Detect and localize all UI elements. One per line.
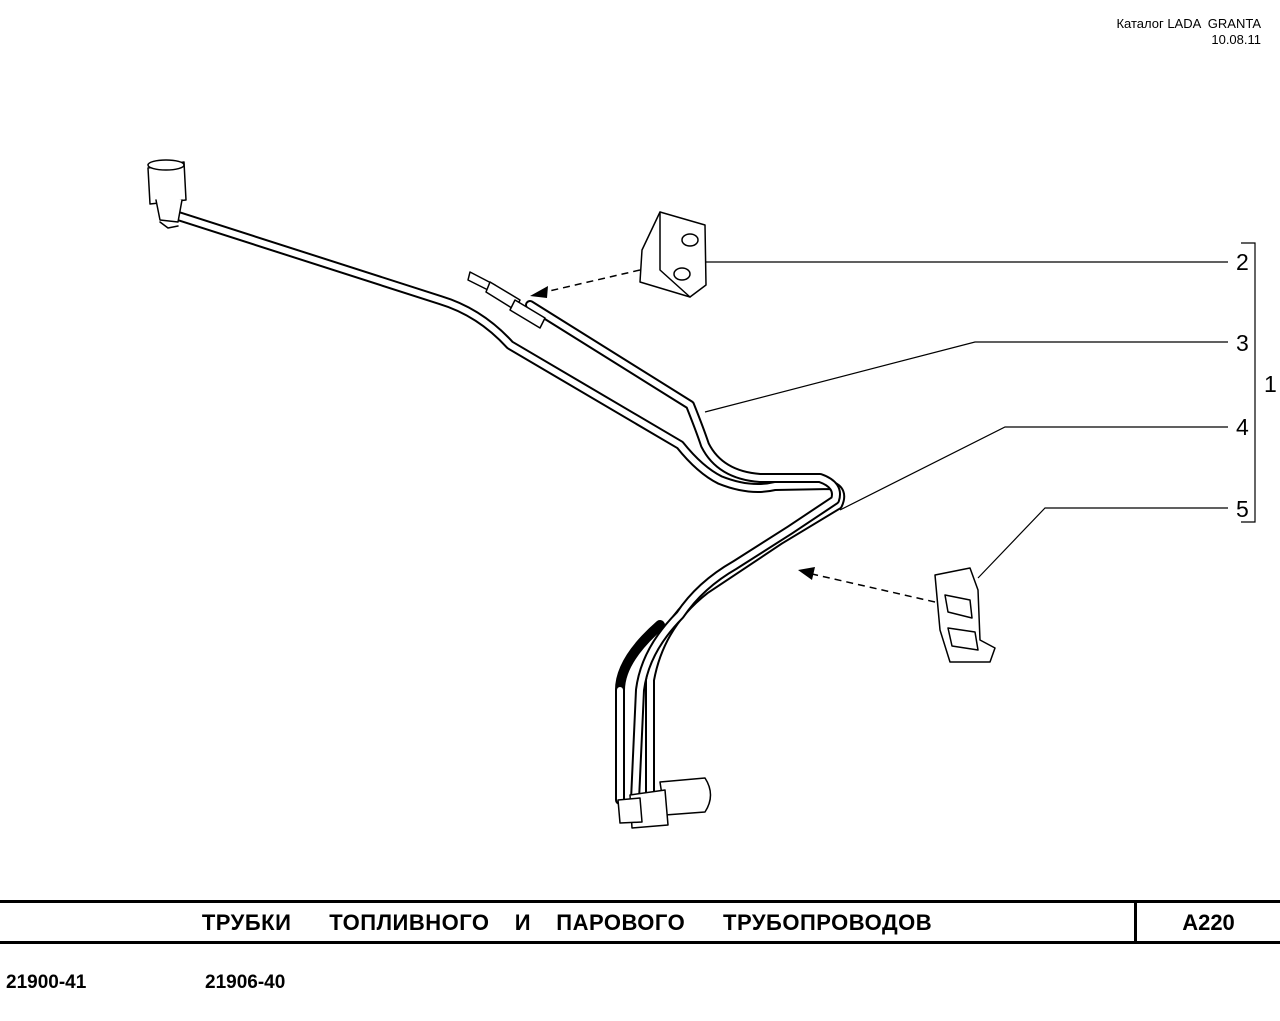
vapor-pipe — [525, 300, 841, 805]
quick-connector — [467, 271, 546, 329]
callout-2: 2 — [1236, 249, 1249, 275]
group-bracket — [1241, 242, 1256, 523]
bottom-connector — [617, 777, 712, 829]
leader-line-5 — [977, 507, 1228, 579]
catalog-name: Каталог LADA GRANTA — [1116, 16, 1261, 31]
clip-2 — [639, 211, 707, 298]
dashed-arrow-5 — [798, 567, 936, 603]
callout-3: 3 — [1236, 330, 1249, 356]
model-code-1: 21900-41 — [6, 972, 87, 993]
leader-line-3 — [704, 341, 1228, 413]
callout-group-1: 1 — [1264, 371, 1277, 397]
dashed-arrow-2 — [530, 269, 641, 298]
parts-diagram: 2 3 4 5 1 — [147, 159, 1277, 829]
page-title: ТРУБКИ ТОПЛИВНОГО И ПАРОВОГО ТРУБОПРОВОД… — [201, 910, 933, 935]
model-code-2: 21906-40 — [205, 972, 286, 993]
leader-line-4 — [839, 426, 1228, 511]
callout-4: 4 — [1236, 414, 1249, 440]
title-divider — [1134, 903, 1137, 941]
clip-5 — [934, 567, 996, 663]
catalog-date: 10.08.11 — [1211, 32, 1261, 47]
top-connector — [147, 159, 187, 229]
catalog-header: Каталог LADA GRANTA 10.08.11 — [1116, 16, 1261, 48]
callout-5: 5 — [1236, 496, 1249, 522]
title-bar: ТРУБКИ ТОПЛИВНОГО И ПАРОВОГО ТРУБОПРОВОД… — [0, 900, 1280, 944]
page-code: А220 — [1182, 910, 1235, 935]
